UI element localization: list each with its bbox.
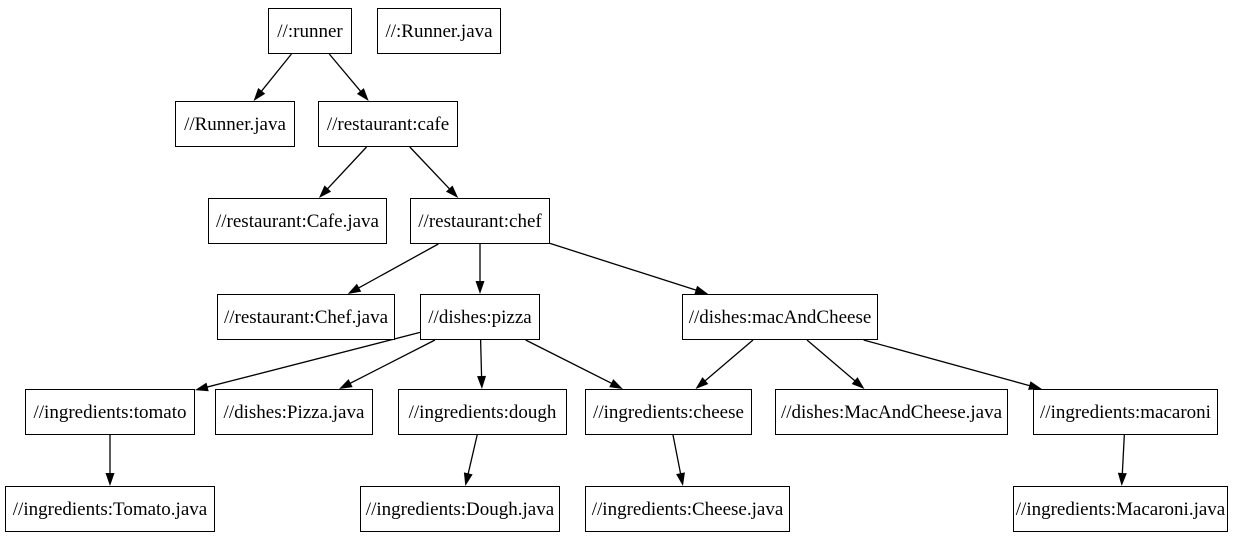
edge-pizza-to-pizza-java (339, 339, 436, 389)
arrowhead-icon (105, 473, 115, 486)
graph-node-cafe-java: //restaurant:Cafe.java (208, 198, 387, 244)
edge-mac-and-cheese-to-macaroni (863, 339, 1042, 390)
graph-node-cheese: //ingredients:cheese (585, 389, 752, 435)
arrowhead-icon (195, 382, 209, 392)
graph-node-runner-java-src: //:Runner.java (377, 8, 501, 54)
graph-node-runner: //:runner (268, 8, 352, 54)
graph-node-macaroni-java: //ingredients:Macaroni.java (1013, 486, 1228, 532)
edge-dough-to-dough-java (463, 434, 478, 486)
edge-pizza-to-dough (477, 339, 487, 389)
arrowhead-icon (676, 472, 685, 486)
arrowhead-icon (339, 379, 353, 389)
graph-node-cafe: //restaurant:cafe (318, 101, 458, 147)
graph-node-dough: //ingredients:dough (398, 389, 567, 435)
arrowhead-icon (445, 185, 459, 198)
edge-macaroni-to-macaroni-java (1117, 434, 1127, 486)
arrowhead-icon (477, 375, 487, 389)
edge-cheese-to-cheese-java (672, 434, 685, 486)
graph-node-chef-java: //restaurant:Chef.java (217, 294, 395, 340)
graph-node-mac-and-cheese: //dishes:macAndCheese (682, 294, 878, 340)
graph-node-cheese-java: //ingredients:Cheese.java (585, 486, 790, 532)
arrowhead-icon (347, 283, 362, 294)
graph-node-dough-java: //ingredients:Dough.java (360, 486, 560, 532)
arrowhead-icon (609, 379, 623, 389)
arrowhead-icon (694, 285, 709, 295)
edge-chef-to-chef-java (347, 243, 439, 294)
arrowhead-icon (851, 377, 865, 389)
arrowhead-icon (318, 185, 332, 198)
edge-chef-to-mac-and-cheese (549, 242, 709, 295)
edge-pizza-to-cheese (525, 339, 623, 389)
graph-node-chef: //restaurant:chef (410, 198, 550, 244)
graph-node-pizza: //dishes:pizza (420, 294, 540, 340)
arrowhead-icon (475, 281, 485, 294)
arrowhead-icon (463, 472, 473, 486)
edge-pizza-to-tomato (195, 331, 421, 392)
edge-cafe-to-cafe-java (318, 146, 368, 198)
arrowhead-icon (1117, 472, 1127, 486)
arrowhead-icon (695, 377, 709, 389)
edge-runner-to-runner-java (253, 53, 292, 101)
edge-tomato-to-tomato-java (105, 435, 115, 486)
arrowhead-icon (253, 88, 266, 101)
graph-node-mac-and-cheese-java: //dishes:MacAndCheese.java (775, 389, 1008, 435)
arrowhead-icon (1028, 381, 1042, 390)
edge-chef-to-pizza (475, 244, 485, 294)
graph-node-tomato-java: //ingredients:Tomato.java (5, 486, 215, 532)
graph-node-tomato: //ingredients:tomato (25, 389, 195, 435)
edge-mac-and-cheese-to-cheese (695, 339, 754, 389)
graph-node-runner-java: //Runner.java (175, 101, 295, 147)
arrowhead-icon (356, 88, 369, 101)
graph-node-macaroni: //ingredients:macaroni (1033, 389, 1218, 435)
graph-node-pizza-java: //dishes:Pizza.java (215, 389, 373, 435)
edge-cafe-to-chef (409, 146, 459, 198)
edge-mac-and-cheese-to-mac-and-cheese-java (806, 339, 865, 389)
edge-runner-to-cafe (328, 53, 369, 101)
